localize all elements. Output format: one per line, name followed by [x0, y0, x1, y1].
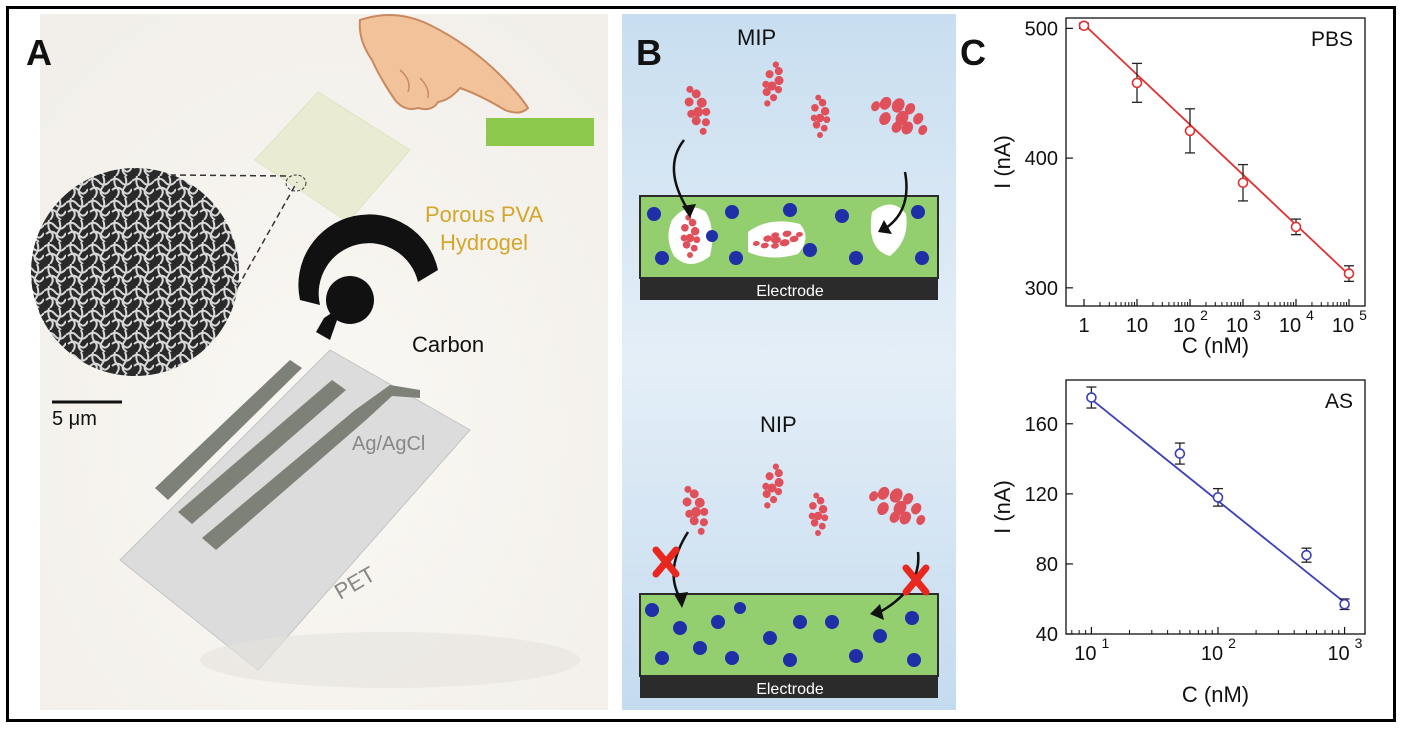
- zoom-region: [285, 174, 307, 192]
- hydrogel-layer: [254, 91, 411, 223]
- plot-frame: [1065, 17, 1366, 307]
- y-tick-label: 300: [1025, 278, 1058, 300]
- x-tick-label: 1: [1078, 315, 1089, 337]
- finger-pad: [486, 118, 594, 146]
- zoom-lines: [169, 174, 298, 323]
- data-point: [1131, 77, 1143, 89]
- y-axis-label: I (nA): [990, 480, 1015, 534]
- y-tick-label: 40: [1036, 624, 1058, 646]
- x-axis-label: C (nM): [1182, 682, 1249, 707]
- data-point: [1086, 392, 1097, 403]
- x-tick-exponent: 4: [1306, 307, 1314, 323]
- mip-monomers: [647, 203, 929, 265]
- x-tick-label: 10: [1173, 315, 1195, 337]
- hydrogel-label-line2: Hydrogel: [440, 230, 528, 255]
- nip-monomers: [645, 602, 921, 667]
- hydrogel-label-line1: Porous PVA: [425, 202, 544, 227]
- x-tick-exponent: 3: [1253, 307, 1261, 323]
- chart-1: 40 80 120 160 10 1 10 2 10 3 AS C (nM) I (nA): [990, 379, 1366, 707]
- x-tick-exponent: 5: [1359, 307, 1367, 323]
- y-tick-label: 400: [1025, 148, 1058, 170]
- x-tick-exponent: 3: [1355, 635, 1363, 651]
- chart-0: 300 400 500 1 10 10 2 10 3 10 4 10 5 PBS C (nM) I (nA): [990, 17, 1367, 358]
- pet-substrate: [119, 349, 471, 671]
- x-tick-label: 10: [1327, 643, 1349, 665]
- data-point: [1343, 268, 1355, 279]
- ag-agcl-label: Ag/AgCl: [352, 433, 425, 455]
- data-point: [1078, 20, 1090, 32]
- panel-a: Porous PVA Hydrogel 5 μm Carbon Ag/AgCl …: [31, 14, 608, 710]
- carbon-electrode: [298, 214, 438, 340]
- scale-bar-label: 5 μm: [52, 408, 97, 430]
- x-tick-exponent: 2: [1200, 307, 1208, 323]
- nip-arrowheads: [674, 592, 884, 620]
- x-axis-label: C (nM): [1182, 333, 1249, 358]
- fit-line: [1083, 23, 1350, 276]
- y-tick-label: 500: [1025, 18, 1058, 40]
- data-point: [1290, 221, 1302, 233]
- x-tick-label: 10: [1074, 643, 1096, 665]
- y-tick-label: 120: [1025, 484, 1058, 506]
- y-axis-label: I (nA): [990, 135, 1015, 189]
- data-point: [1184, 125, 1196, 137]
- panel-c-letter: C: [960, 32, 986, 73]
- nip-title: NIP: [760, 412, 797, 437]
- panel-b: MIP Electrode NIP Elect: [622, 14, 956, 710]
- data-point: [1301, 549, 1312, 561]
- mip-arrows: [672, 139, 908, 230]
- chart-title: AS: [1325, 390, 1353, 413]
- panel-a-letter: A: [26, 32, 52, 73]
- x-tick-label: 10: [1226, 315, 1248, 337]
- mip-arrowheads: [682, 204, 892, 234]
- x-tick-label: 10: [1279, 315, 1301, 337]
- sem-micrograph: [31, 168, 239, 376]
- data-point: [1237, 177, 1249, 189]
- panel-b-letter: B: [636, 32, 662, 73]
- x-tick-exponent: 1: [1102, 635, 1110, 651]
- blocked-x-icon: [652, 546, 930, 596]
- nip-electrode-label: Electrode: [756, 681, 824, 698]
- x-tick-label: 10: [1332, 315, 1354, 337]
- x-tick-label: 10: [1201, 643, 1223, 665]
- hand-icon: [358, 14, 530, 114]
- carbon-label: Carbon: [412, 332, 484, 357]
- x-tick-exponent: 2: [1228, 635, 1236, 651]
- x-tick-label: 10: [1126, 315, 1148, 337]
- mip-electrode-label: Electrode: [756, 283, 824, 300]
- chart-title: PBS: [1311, 28, 1353, 51]
- y-tick-label: 80: [1036, 554, 1058, 576]
- mip-electrode: [640, 278, 938, 300]
- mip-title: MIP: [737, 25, 776, 50]
- nip-electrode: [640, 676, 938, 698]
- y-tick-label: 160: [1025, 414, 1058, 436]
- data-point: [1339, 598, 1350, 610]
- pet-shadow: [200, 632, 580, 688]
- data-point: [1174, 448, 1186, 459]
- printed-tracks: [155, 360, 420, 550]
- plot-frame: [1065, 379, 1366, 635]
- data-point: [1212, 492, 1224, 503]
